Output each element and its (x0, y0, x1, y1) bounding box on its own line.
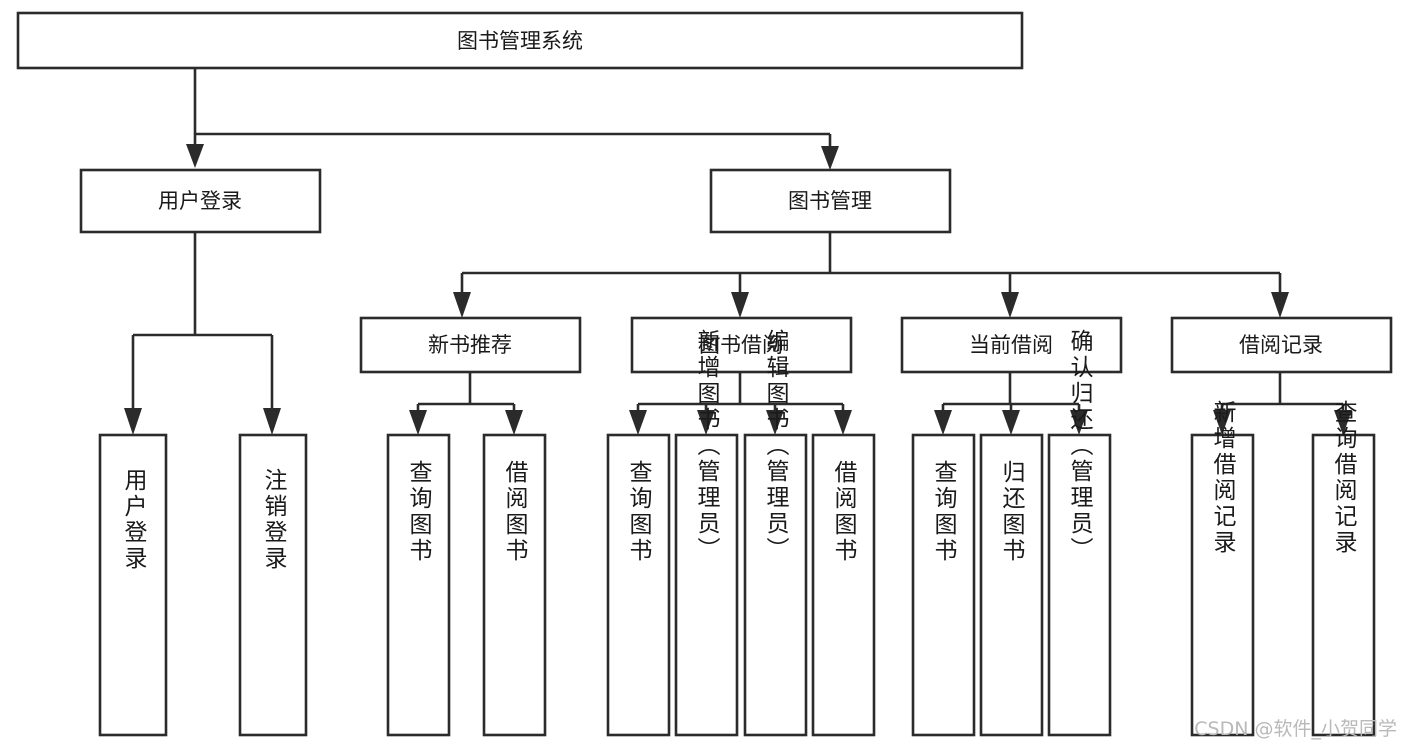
node-leaf5-label: 查询图书 (625, 460, 653, 564)
node-record-box[interactable] (1170, 316, 1393, 374)
node-leaf3-box[interactable] (386, 433, 451, 737)
node-leaf4[interactable]: 借阅图书 (482, 433, 547, 737)
arrow-borrow-to-leaf7 (766, 410, 784, 435)
node-leaf8[interactable]: 借阅图书 (811, 433, 876, 737)
node-borrow[interactable]: 图书借阅 (630, 316, 853, 374)
arrow-bookmgmt-to-borrow (731, 292, 749, 318)
arrow-borrow-to-leaf5 (629, 410, 647, 435)
arrow-root-to-bookmgmt (821, 146, 839, 170)
arrow-current-to-leaf9 (934, 410, 952, 435)
arrow-record-to-leaf13 (1334, 410, 1352, 435)
node-root[interactable]: 图书管理系统 (16, 11, 1024, 70)
node-leaf10[interactable]: 归还图书 (979, 433, 1044, 737)
arrow-login-to-leaf1 (124, 408, 142, 435)
node-leaf9[interactable]: 查询图书 (911, 433, 976, 737)
node-leaf5-box[interactable] (606, 433, 671, 737)
node-leaf11-label: 确认归还（管理员） (1066, 329, 1094, 563)
node-leaf9-label: 查询图书 (930, 460, 958, 564)
node-leaf1-label: 用户登录 (120, 468, 148, 572)
node-leaf10-label: 归还图书 (998, 460, 1026, 564)
node-leaf5[interactable]: 查询图书 (606, 433, 671, 737)
arrow-bookmgmt-to-newbook (453, 292, 471, 318)
node-root-box[interactable] (16, 11, 1024, 70)
node-leaf7-label: 编辑图书（管理员） (762, 329, 790, 563)
node-bookmgmt[interactable]: 图书管理 (709, 168, 952, 234)
node-leaf8-box[interactable] (811, 433, 876, 737)
node-login[interactable]: 用户登录 (79, 168, 322, 234)
node-root-label: 图书管理系统 (457, 29, 583, 53)
node-leaf12-label: 新增借阅记录 (1209, 400, 1237, 556)
node-leaf2-box[interactable] (238, 433, 308, 737)
arrow-newbook-to-leaf3 (409, 410, 427, 435)
arrow-newbook-to-leaf4 (505, 410, 523, 435)
node-leaf2[interactable]: 注销登录 (238, 433, 308, 737)
arrow-current-to-leaf10 (1002, 410, 1020, 435)
node-leaf1-box[interactable] (98, 433, 168, 737)
connector-layer (124, 68, 1352, 435)
arrow-borrow-to-leaf6 (697, 410, 715, 435)
node-current-label: 当前借阅 (969, 333, 1053, 357)
node-leaf8-label: 借阅图书 (830, 460, 858, 564)
node-bookmgmt-box[interactable] (709, 168, 952, 234)
node-leaf3[interactable]: 查询图书 (386, 433, 451, 737)
node-leaf12[interactable]: 新增借阅记录 (1190, 400, 1255, 737)
node-leaf6-box[interactable] (674, 433, 739, 737)
node-login-label: 用户登录 (158, 189, 242, 213)
node-leaf7-box[interactable] (743, 433, 808, 737)
node-leaf6-label: 新增图书（管理员） (693, 329, 721, 563)
node-leaf9-box[interactable] (911, 433, 976, 737)
node-leaf12-box[interactable] (1190, 433, 1255, 737)
arrow-root-to-login (186, 144, 204, 168)
node-record-label: 借阅记录 (1239, 333, 1323, 357)
arrow-login-to-leaf2 (263, 408, 281, 435)
node-leaf1[interactable]: 用户登录 (98, 433, 168, 737)
node-leaf6[interactable]: 新增图书（管理员） (674, 329, 739, 737)
arrow-record-to-leaf12 (1213, 410, 1231, 435)
arrow-bookmgmt-to-current (1001, 292, 1019, 318)
node-newbook-label: 新书推荐 (428, 333, 512, 357)
node-leaf13-box[interactable] (1311, 433, 1376, 737)
node-borrow-label: 图书借阅 (699, 333, 783, 357)
node-leaf13[interactable]: 查询借阅记录 (1311, 400, 1376, 737)
node-newbook-box[interactable] (359, 316, 582, 374)
node-leaf4-label: 借阅图书 (501, 460, 529, 564)
node-leaf7[interactable]: 编辑图书（管理员） (743, 329, 808, 737)
node-current-box[interactable] (900, 316, 1123, 374)
node-leaf2-label: 注销登录 (260, 468, 288, 572)
node-leaf3-label: 查询图书 (405, 460, 433, 564)
node-borrow-box[interactable] (630, 316, 853, 374)
node-record[interactable]: 借阅记录 (1170, 316, 1393, 374)
node-newbook[interactable]: 新书推荐 (359, 316, 582, 374)
node-login-box[interactable] (79, 168, 322, 234)
arrow-borrow-to-leaf8 (834, 410, 852, 435)
node-leaf11[interactable]: 确认归还（管理员） (1047, 329, 1112, 737)
arrow-current-to-leaf11 (1070, 410, 1088, 435)
node-leaf11-box[interactable] (1047, 433, 1112, 737)
node-current[interactable]: 当前借阅 (900, 316, 1123, 374)
node-leaf4-box[interactable] (482, 433, 547, 737)
arrow-bookmgmt-to-record (1271, 292, 1289, 318)
node-bookmgmt-label: 图书管理 (788, 189, 872, 213)
node-leaf10-box[interactable] (979, 433, 1044, 737)
node-leaf13-label: 查询借阅记录 (1330, 400, 1358, 556)
